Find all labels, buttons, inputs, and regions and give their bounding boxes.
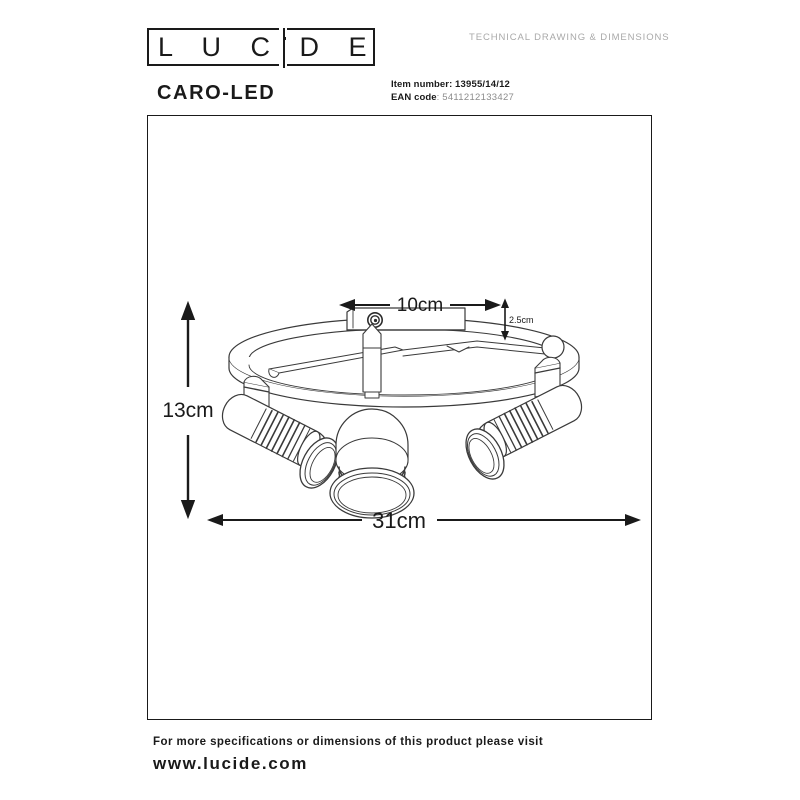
drawing-frame-border xyxy=(147,115,652,720)
page-title: CARO-LED xyxy=(157,82,276,104)
ball-joint-icon xyxy=(541,335,565,359)
spotlight-center xyxy=(329,323,415,519)
lamp-illustration xyxy=(221,307,583,519)
page-header: L U C D E TECHNICAL DRAWING & DIMENSIONS… xyxy=(0,0,800,110)
dimension-width: 31cm xyxy=(207,508,641,533)
product-meta: Item number: 13955/14/12 EAN code: 54112… xyxy=(391,79,514,104)
footer-text: For more specifications or dimensions of… xyxy=(153,736,544,748)
ean-code-row: EAN code: 5411212133427 xyxy=(391,92,514,105)
ean-code-label: EAN code xyxy=(391,91,437,103)
item-number-row: Item number: 13955/14/12 xyxy=(391,79,514,92)
mounting-ring xyxy=(228,317,580,408)
logo-i-stem-icon xyxy=(283,28,285,68)
logo-i-dot-icon xyxy=(282,37,286,40)
dimension-label-31cm: 31cm xyxy=(372,508,426,533)
dimension-height: 13cm xyxy=(162,300,214,520)
spotlight-left xyxy=(221,375,339,489)
item-number-value: 13955/14/12 xyxy=(455,79,511,90)
ean-code-value: 5411212133427 xyxy=(442,91,515,103)
spotlight-right xyxy=(465,356,583,480)
dimension-label-10cm: 10cm xyxy=(397,295,443,316)
page-footer: For more specifications or dimensions of… xyxy=(0,730,800,800)
item-number-label: Item number: xyxy=(391,79,453,90)
lucide-logo: L U C D E xyxy=(147,28,375,68)
fixing-screw-icon xyxy=(367,312,384,329)
logo-frame-left xyxy=(147,28,279,66)
logo-frame-right xyxy=(287,28,375,66)
logo-wordmark: L U C D E xyxy=(158,32,378,62)
ean-code-separator: : xyxy=(436,91,440,103)
dimension-label-2_5cm: 2.5cm xyxy=(509,315,534,325)
technical-drawing: 10cm 2.5cm 13cm 31cm xyxy=(162,295,641,533)
footer-website-link[interactable]: www.lucide.com xyxy=(153,754,308,773)
dimension-label-13cm: 13cm xyxy=(162,399,213,422)
dimension-plate-width: 10cm xyxy=(339,295,501,316)
technical-drawing-label: TECHNICAL DRAWING & DIMENSIONS xyxy=(469,32,670,43)
dimension-plate-height: 2.5cm xyxy=(501,298,534,341)
